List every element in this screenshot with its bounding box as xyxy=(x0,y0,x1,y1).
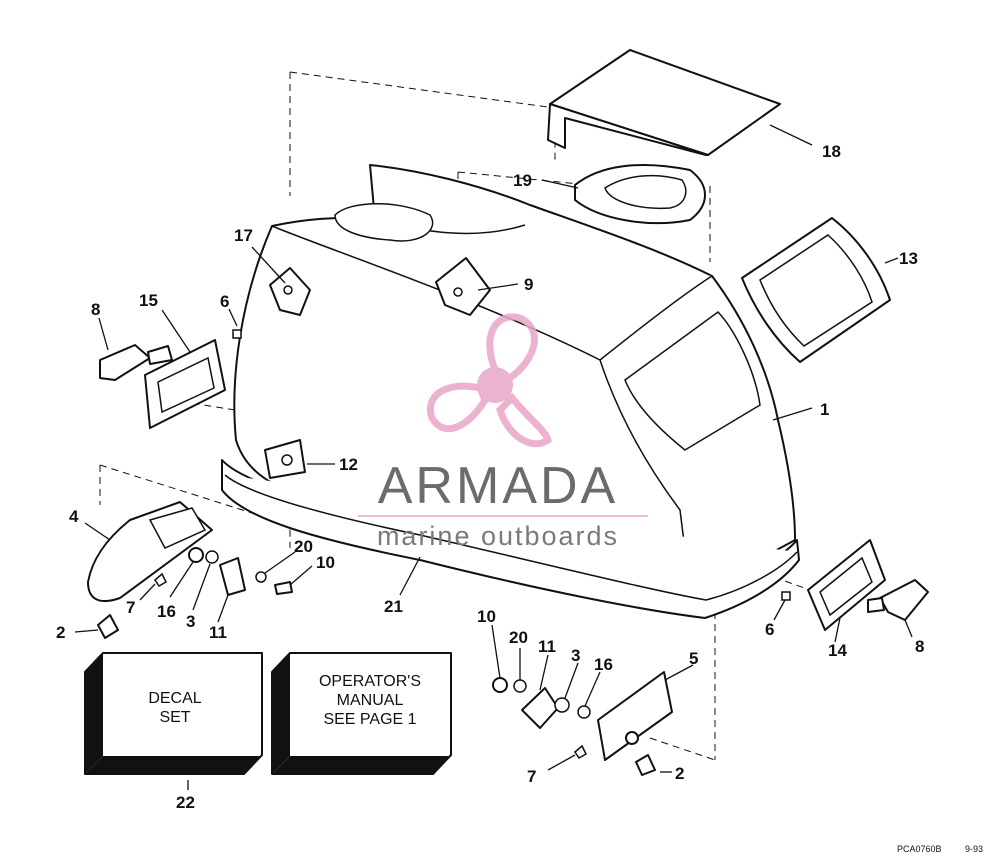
manual-box-line2: MANUAL xyxy=(337,692,404,709)
callout-18: 18 xyxy=(822,142,841,161)
leader-lines xyxy=(74,124,913,790)
callout-19: 19 xyxy=(513,171,532,190)
drawing-reference-code: PCA0760B xyxy=(897,844,942,854)
callout-3-right: 3 xyxy=(571,646,580,665)
callout-5: 5 xyxy=(689,649,698,668)
decal-box-line1: DECAL xyxy=(148,690,201,707)
callout-7-left: 7 xyxy=(126,598,135,617)
watermark-brand: ARMADA xyxy=(378,457,618,515)
callout-11-right: 11 xyxy=(538,637,556,656)
window-frame xyxy=(741,217,891,363)
bracket-17 xyxy=(269,267,311,316)
callout-22: 22 xyxy=(176,793,195,812)
callout-1: 1 xyxy=(820,400,829,419)
callout-8-right: 8 xyxy=(915,637,924,656)
callout-11-left: 11 xyxy=(209,623,227,642)
callout-16-left: 16 xyxy=(157,602,176,621)
callout-10-right: 10 xyxy=(477,607,496,626)
callout-20-left: 20 xyxy=(294,537,313,556)
latch-handle-8-right xyxy=(867,579,929,621)
callout-2-right: 2 xyxy=(675,764,684,783)
engine-cover-seal xyxy=(221,459,800,619)
callout-14: 14 xyxy=(828,641,847,660)
callout-labels: 18 19 13 1 9 17 12 15 8 6 4 2 7 16 3 11 … xyxy=(56,142,924,812)
latch-plate-14 xyxy=(807,539,886,631)
callout-17: 17 xyxy=(234,226,253,245)
callout-21: 21 xyxy=(384,597,403,616)
operators-manual-box: OPERATOR'S MANUAL SEE PAGE 1 xyxy=(271,652,452,775)
intake-seal xyxy=(574,164,706,225)
manual-box-line3: SEE PAGE 1 xyxy=(323,711,416,728)
callout-6-right: 6 xyxy=(765,620,774,639)
hardware-left xyxy=(97,547,293,639)
callout-13: 13 xyxy=(899,249,918,268)
mount-bracket-9 xyxy=(435,257,491,316)
callout-4: 4 xyxy=(69,507,79,526)
decal-box-line2: SET xyxy=(159,709,190,726)
callout-15: 15 xyxy=(139,291,158,310)
callout-6-left: 6 xyxy=(220,292,229,311)
callout-10-left: 10 xyxy=(316,553,335,572)
latch-plate-15 xyxy=(144,339,226,429)
callout-12: 12 xyxy=(339,455,358,474)
callout-7-right: 7 xyxy=(527,767,536,786)
callout-8-left: 8 xyxy=(91,300,100,319)
latch-plate-12 xyxy=(264,439,306,479)
callout-2-left: 2 xyxy=(56,623,65,642)
callout-20-right: 20 xyxy=(509,628,528,647)
callout-3-left: 3 xyxy=(186,612,195,631)
drawing-reference-date: 9-93 xyxy=(965,844,983,854)
watermark-tagline: marine outboards xyxy=(377,521,619,551)
callout-16-right: 16 xyxy=(594,655,613,674)
hardware-right xyxy=(232,329,791,776)
top-cap xyxy=(547,49,781,156)
decal-set-box: DECAL SET xyxy=(84,652,263,775)
callout-9: 9 xyxy=(524,275,533,294)
latch-bracket-4 xyxy=(87,501,213,602)
propeller-logo-watermark xyxy=(426,313,553,448)
latch-bracket-5 xyxy=(597,671,673,761)
latch-handle-8-left xyxy=(99,344,173,381)
manual-box-line1: OPERATOR'S xyxy=(319,673,421,690)
